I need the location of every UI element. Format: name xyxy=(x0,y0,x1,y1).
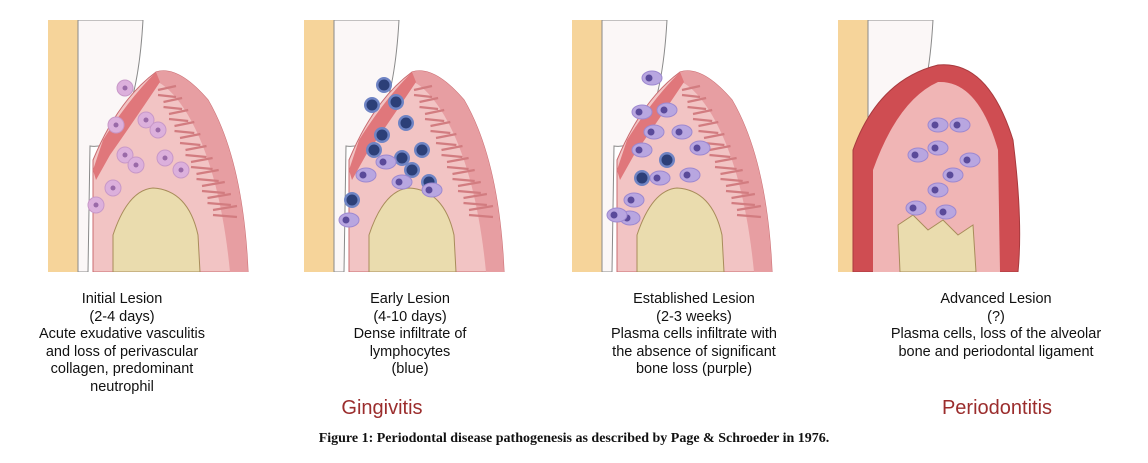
plasma-nucleus xyxy=(395,178,403,186)
lesion-description: Acute exudative vasculitis xyxy=(38,326,206,342)
lesion-duration: (4-10 days) xyxy=(373,308,447,325)
plasma-nucleus xyxy=(379,158,387,166)
panel-established-lesion xyxy=(572,19,794,273)
plasma-nucleus xyxy=(909,204,917,212)
tooth-root xyxy=(304,20,334,272)
periodontitis-label: Periodontitis xyxy=(941,397,1053,419)
alveolar-bone xyxy=(636,187,725,273)
neutrophil-nucleus xyxy=(178,167,184,173)
resorbed-bone xyxy=(897,214,977,273)
plasma-nucleus xyxy=(963,156,971,164)
plasma-nucleus xyxy=(627,196,635,204)
plasma-nucleus xyxy=(683,171,691,179)
lymphocyte-nucleus xyxy=(406,164,418,176)
plasma-nucleus xyxy=(675,128,683,136)
lesion-title: Established Lesion xyxy=(633,291,755,307)
plasma-nucleus xyxy=(946,171,954,179)
lesion-description: bone loss (purple) xyxy=(635,361,753,377)
plasma-nucleus xyxy=(931,144,939,152)
rete-ridges xyxy=(681,84,762,219)
lymphocyte-nucleus xyxy=(661,154,673,166)
plasma-nucleus xyxy=(660,106,668,114)
initial-lesion-label: Initial Lesion (2-4 days) Acute exudativ… xyxy=(0,291,272,396)
gingivitis-label: Gingivitis xyxy=(341,397,423,419)
neutrophil-nucleus xyxy=(122,85,128,91)
lesion-description: Plasma cells infiltrate with xyxy=(611,326,777,342)
neutrophil-nucleus xyxy=(155,127,161,133)
lesion-description: Dense infiltrate of xyxy=(353,326,467,342)
rete-ridges xyxy=(413,84,494,219)
advanced-lesion-label: Advanced Lesion (?) Plasma cells, loss o… xyxy=(846,291,1146,361)
advanced-lesion-illustration xyxy=(838,19,1021,273)
lesion-description: lymphocytes xyxy=(369,343,451,360)
lymphocyte-nucleus xyxy=(636,172,648,184)
lesion-title: Initial Lesion xyxy=(81,291,163,307)
established-lesion-illustration xyxy=(572,19,773,273)
initial-lesion-illustration xyxy=(48,19,249,273)
plasma-nucleus xyxy=(635,146,643,154)
lymphocyte-nucleus xyxy=(400,117,412,129)
lymphocyte-nucleus xyxy=(376,129,388,141)
lesion-description: and loss of perivascular xyxy=(45,343,199,360)
plasma-nucleus xyxy=(647,128,655,136)
lymphocyte-nucleus xyxy=(416,144,428,156)
panel-early-lesion xyxy=(304,19,526,273)
lymphocyte-nucleus xyxy=(378,79,390,91)
lesion-description: neutrophil xyxy=(90,378,154,395)
lymphocyte-nucleus xyxy=(366,99,378,111)
plasma-nucleus xyxy=(635,108,643,116)
lymphocyte-nucleus xyxy=(396,152,408,164)
lesion-title: Early Lesion xyxy=(370,291,450,307)
lesion-description: Plasma cells, loss of the alveolar xyxy=(890,326,1102,342)
plasma-nucleus xyxy=(359,171,367,179)
lesion-duration: (2-3 weeks) xyxy=(656,308,732,325)
figure-caption: Figure 1: Periodontal disease pathogenes… xyxy=(318,431,830,446)
plasma-nucleus xyxy=(653,174,661,182)
neutrophil-nucleus xyxy=(122,152,128,158)
oral-epithelium xyxy=(156,70,248,272)
oral-epithelium xyxy=(412,70,504,272)
plasma-nucleus xyxy=(610,211,618,219)
plasma-nucleus xyxy=(693,144,701,152)
lymphocyte-nucleus xyxy=(390,96,402,108)
neutrophil-nucleus xyxy=(110,185,116,191)
plasma-nucleus xyxy=(645,74,653,82)
plasma-nucleus xyxy=(911,151,919,159)
neutrophil-nucleus xyxy=(162,155,168,161)
early-lesion-illustration xyxy=(304,19,505,273)
neutrophil-nucleus xyxy=(93,202,99,208)
plasma-nucleus xyxy=(953,121,961,129)
lesion-title: Advanced Lesion xyxy=(940,291,1052,307)
junctional-epithelium xyxy=(93,72,160,180)
plasma-nucleus xyxy=(425,186,433,194)
neutrophil-nucleus xyxy=(143,117,149,123)
panel-initial-lesion xyxy=(48,19,270,273)
lymphocyte-nucleus xyxy=(368,144,380,156)
neutrophil-nucleus xyxy=(133,162,139,168)
tooth-root xyxy=(572,20,602,272)
lesion-description: the absence of significant xyxy=(612,343,776,360)
oral-epithelium xyxy=(680,70,772,272)
panel-advanced-lesion xyxy=(838,19,1060,273)
rete-ridges xyxy=(157,84,238,219)
alveolar-bone xyxy=(368,187,457,273)
alveolar-bone xyxy=(112,187,201,273)
plasma-nucleus xyxy=(939,208,947,216)
neutrophil-nucleus xyxy=(113,122,119,128)
lymphocyte-nucleus xyxy=(346,194,358,206)
lesion-duration: (2-4 days) xyxy=(89,308,155,325)
plasma-nucleus xyxy=(931,121,939,129)
lesion-description: (blue) xyxy=(391,361,429,377)
plasma-nucleus xyxy=(342,216,350,224)
tooth-root xyxy=(48,20,78,272)
early-lesion-label: Early Lesion (4-10 days) Dense infiltrat… xyxy=(260,291,560,379)
established-lesion-label: Established Lesion (2-3 weeks) Plasma ce… xyxy=(544,291,844,379)
plasma-nucleus xyxy=(931,186,939,194)
lesion-description: bone and periodontal ligament xyxy=(898,343,1094,360)
lesion-duration: (?) xyxy=(987,308,1005,325)
lesion-description: collagen, predominant xyxy=(50,361,194,377)
